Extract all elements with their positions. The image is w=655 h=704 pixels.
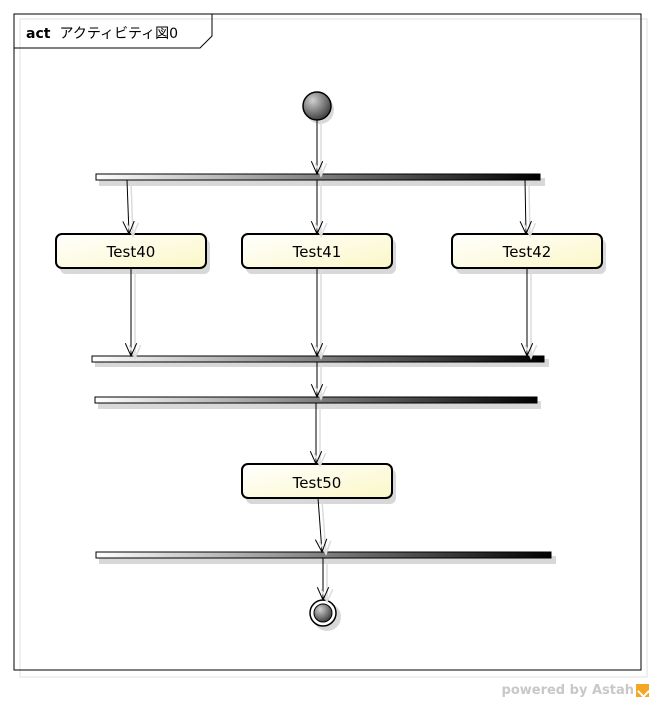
frame-name: アクティビティ図0 [60, 26, 179, 42]
flow-join2-to-final[interactable] [316, 558, 334, 604]
powered-by-text: powered by Astah [501, 683, 634, 698]
fork-bar-2[interactable] [94, 396, 541, 409]
final-node[interactable] [309, 599, 341, 631]
frame-keyword: act [26, 26, 51, 42]
frame-title: act アクティビティ図0 [26, 23, 178, 42]
flow-join1-to-fork2[interactable] [310, 362, 328, 401]
initial-node[interactable] [302, 91, 334, 124]
arrowhead-icon [310, 161, 324, 176]
flow-test42-to-join1[interactable] [520, 268, 538, 360]
powered-by-footer: powered by Astah [502, 683, 649, 698]
action-label: Test50 [292, 474, 342, 492]
flow-initial-to-fork1[interactable] [310, 120, 328, 178]
join-bar-1[interactable] [91, 355, 549, 367]
arrowhead-icon [124, 343, 138, 358]
arrowhead-icon [316, 587, 330, 602]
flow-fork1-to-test40[interactable] [122, 179, 139, 238]
astah-logo-icon [636, 684, 649, 697]
action-test41[interactable]: Test41 [241, 233, 396, 274]
action-label: Test40 [106, 243, 156, 261]
flow-test41-to-join1[interactable] [310, 268, 328, 360]
flow-fork1-to-test41[interactable] [310, 180, 328, 238]
action-test50[interactable]: Test50 [241, 463, 396, 504]
action-test42[interactable]: Test42 [451, 233, 606, 274]
fork-bar-1[interactable] [95, 173, 545, 186]
flow-test40-to-join1[interactable] [124, 268, 142, 360]
flow-fork2-to-test50[interactable] [309, 403, 327, 468]
arrowhead-icon [520, 343, 534, 358]
arrowhead-icon [314, 538, 328, 554]
arrowhead-icon [519, 220, 532, 236]
action-test40[interactable]: Test40 [55, 233, 210, 274]
arrowhead-icon [310, 384, 324, 399]
arrowhead-icon [122, 220, 135, 236]
arrowhead-icon [309, 451, 323, 466]
arrowhead-icon [310, 343, 324, 358]
flow-test50-to-join2[interactable] [314, 497, 332, 556]
action-label: Test42 [502, 243, 552, 261]
control-flows [122, 120, 538, 604]
arrowhead-icon [310, 221, 324, 236]
flow-fork1-to-test42[interactable] [519, 179, 537, 238]
action-label: Test41 [292, 243, 342, 261]
diagram-frame: act アクティビティ図0 [13, 13, 648, 678]
